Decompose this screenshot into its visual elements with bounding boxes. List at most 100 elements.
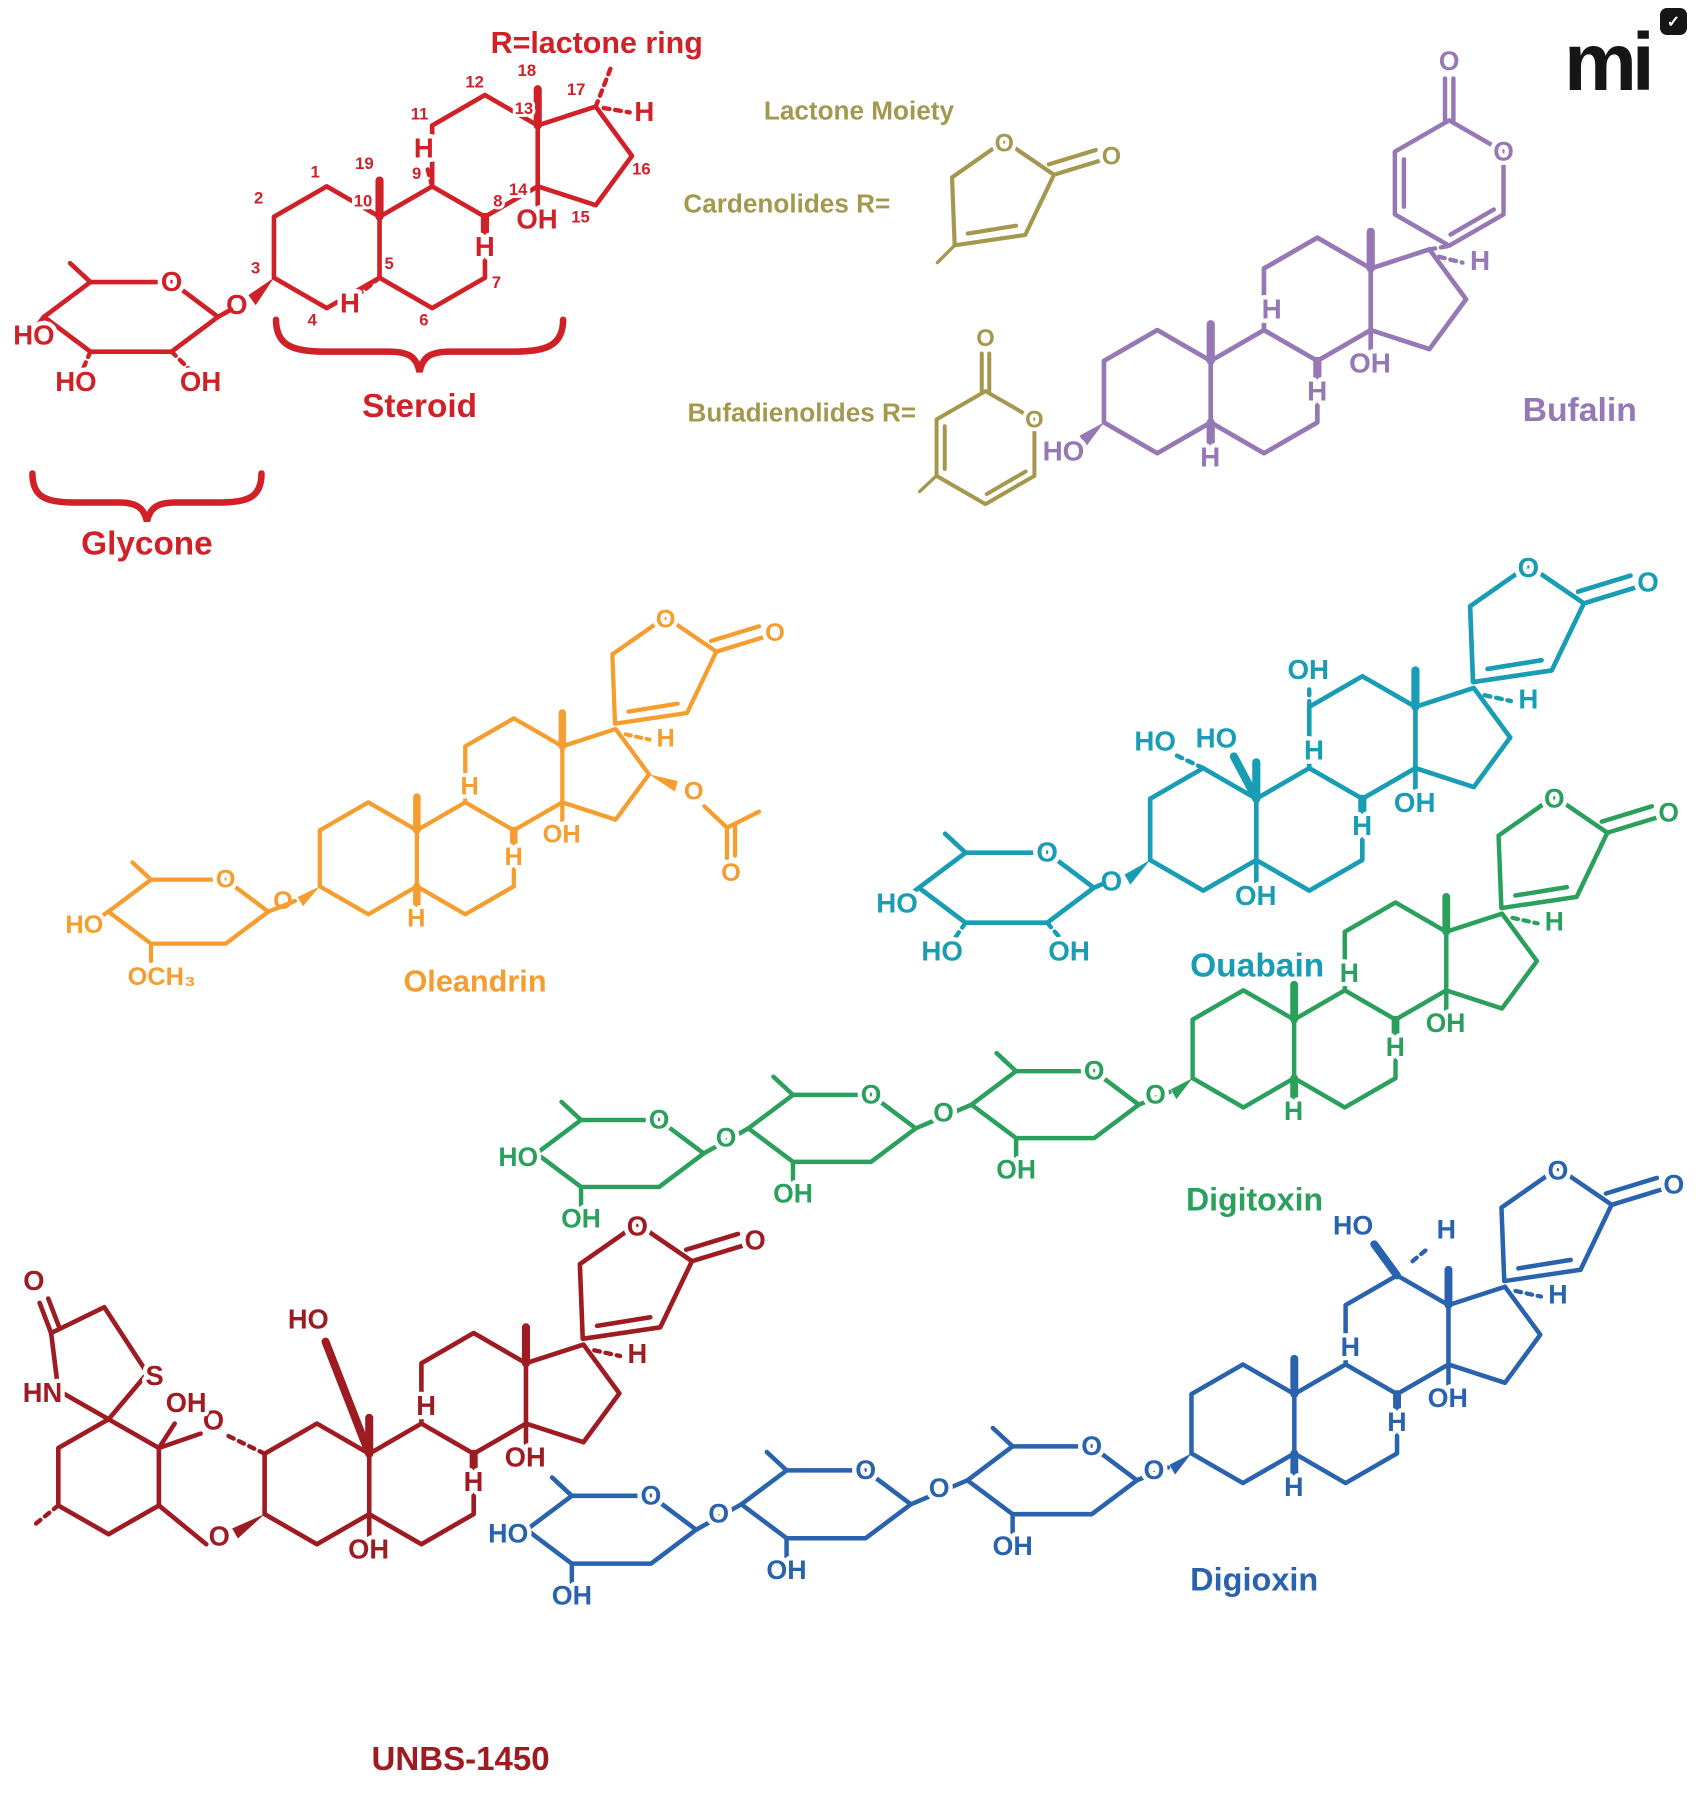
attachment-bond [935,243,957,265]
glycosidic-oxygen-label: O [1101,866,1123,897]
atom-label-oh: OH [552,1581,592,1611]
thiazolidinone-ring-bond [48,1304,150,1422]
atom-label-och3: OCH₃ [128,963,196,991]
bond [518,1527,529,1540]
atom-label-h: H [1387,1407,1406,1437]
bond [1136,1089,1172,1107]
carbon-number: 6 [419,311,428,330]
atom-label-h: H [464,1466,484,1497]
atom-label-h: H [1548,1280,1567,1310]
cardenolides-label: Cardenolides R= [683,188,890,218]
r-lactone-label: R=lactone ring [491,26,703,60]
atom-label-h: H [1518,683,1538,714]
atom-label-oh: OH [180,366,221,397]
stereo-bond [1482,693,1514,704]
acetate-oxygen-label: O [684,778,704,806]
atom-label-h: H [1545,906,1564,936]
carbon-number: 11 [411,105,429,124]
stereo-bond [169,349,195,375]
atom-label-ho: HO [15,319,55,350]
steroid-core [320,713,649,914]
stereo-bond [33,1503,61,1527]
steroid-core [274,89,632,308]
atom-label-h: H [505,843,523,871]
steroid-brace [272,316,567,373]
carbonyl-bond [37,1300,54,1336]
bond [1134,1465,1171,1483]
digitoxose-sugar-ring [967,1431,1137,1514]
carbon-number: 14 [509,180,528,199]
carbon-number: 8 [493,192,502,211]
carbon-number: 9 [412,164,421,183]
atom-label-s: S [145,1360,163,1391]
carbon-number: 12 [465,73,484,92]
oleandrose-sugar-ring [108,866,268,944]
carbonyl-oxygen-label: O [23,1265,44,1296]
carbonyl-bond [45,1296,63,1332]
wedge-bond [297,886,320,907]
atom-label-h: H [1386,1032,1405,1062]
bond [94,909,111,922]
atom-label-h: H [461,772,479,800]
atom-label-h: H [1284,1096,1303,1126]
stereo-bond [224,1432,267,1456]
stereo-bond [79,349,93,375]
stereo-bond [1427,244,1449,252]
atom-label-oh: OH [1235,880,1277,911]
molecule-name-label: Oleandrin [403,965,546,999]
atom-label-oh: OH [543,820,581,848]
atom-label-ho: HO [65,911,103,939]
atom-label-oh: OH [996,1155,1036,1185]
unbs-1450-structure: H HO OH H H OH O O O HN S OH UNBS-1450 [18,1175,820,1778]
stereo-bond [1045,920,1066,944]
carbon-number: 16 [632,160,651,179]
atom-label-h: H [657,724,675,752]
attachment-bond [917,474,939,494]
carbon-number: 13 [515,99,534,118]
atom-label-oh: OH [516,203,557,234]
glycosidic-oxygen-label: O [716,1123,737,1153]
bond [156,1431,203,1451]
methyl-bond [764,1449,789,1473]
stereo-bond [1229,752,1261,803]
cardenolide-lactone-ring [580,1210,766,1338]
digitoxin-structure: H OH H H H O OH O OH O HO OH Digitoxin [494,770,1690,1238]
carbon-number: 2 [254,189,263,208]
atom-label-h: H [414,132,434,163]
molecule-name-label: Ouabain [1190,948,1324,985]
atom-label-h: H [1284,1472,1303,1502]
carbonyl-oxygen-label: O [721,859,741,887]
atom-label-h: H [1262,293,1282,324]
cardenolide-lactone-ring [612,606,785,724]
atom-label-h: H [416,1390,436,1421]
bond [266,898,298,914]
lactone-moiety-panel: Lactone Moiety Cardenolides R= Bufadieno… [683,95,1135,515]
glycone-brace [29,470,265,523]
atom-label-ho: HO [1043,436,1085,467]
generic-scaffold-structure: R=lactone ring H H H H OH 1 2 3 4 5 6 7 … [15,26,703,563]
stereo-bond [1370,1240,1401,1280]
atom-label-hn: HN [23,1377,62,1408]
stereo-bond [1173,752,1206,771]
atom-label-ho: HO [1333,1210,1373,1240]
glycosidic-oxygen-label: O [1143,1455,1164,1485]
carbon-number: 17 [567,80,586,99]
atom-label-h: H [475,231,495,262]
bond [701,1126,751,1156]
molecule-name-label: UNBS-1450 [372,1741,550,1778]
bridge-oxygen-label: O [209,1521,230,1552]
wedge-bond [1079,422,1104,448]
oleandrin-structure: H O O OH H H H O HO OCH₃ Oleandrin [61,585,795,999]
atom-label-oh: OH [166,1387,207,1418]
carbon-number: 1 [311,163,320,182]
atom-label-ho: HO [1134,726,1176,757]
bridge-oxygen-label: O [203,1404,224,1435]
atom-label-h: H [407,904,425,932]
atom-label-h: H [1200,441,1220,472]
bufadienolide-ring [1395,46,1514,246]
glycosidic-oxygen-label: O [708,1499,729,1529]
atom-label-h: H [340,287,360,318]
stereo-bond [1510,915,1540,926]
atom-label-h: H [1437,1215,1456,1245]
glycone-label: Glycone [81,526,213,563]
